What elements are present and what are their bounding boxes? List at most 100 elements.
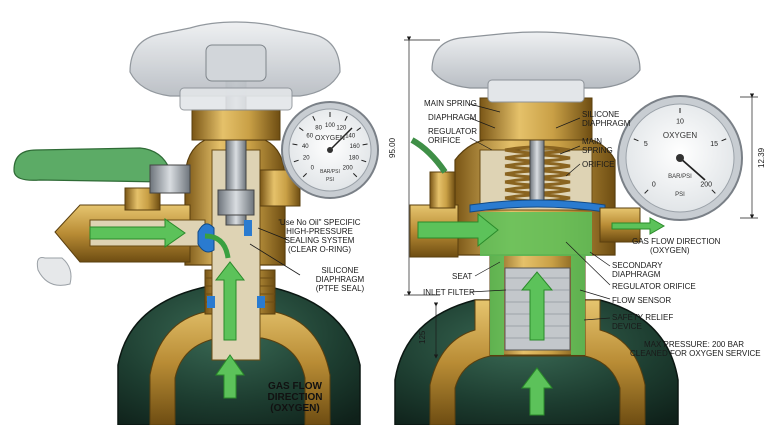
gauge-tick bbox=[721, 138, 727, 142]
right-cylinder-neck bbox=[429, 299, 646, 426]
right-max-pressure-label: MAX PRESSURE: 200 BAR CLEANED FOR OXYGEN… bbox=[630, 340, 761, 358]
right-green-seal-l bbox=[490, 255, 504, 355]
left-seal-1 bbox=[207, 296, 215, 308]
right-reg-orifice-line2: ORIFICE bbox=[428, 136, 461, 145]
gauge-tick-label: 5 bbox=[644, 141, 648, 148]
left-handwheel-skirt bbox=[179, 87, 293, 111]
right-safety-line1: SAFETY RELIEF bbox=[612, 313, 674, 322]
left-gas-flow-line1: GAS FLOW bbox=[268, 381, 322, 392]
right-gas-flow-line2: (OXYGEN) bbox=[650, 246, 690, 255]
right-dimension-lines bbox=[404, 36, 758, 359]
right-inlet-filter-label: INLET FILTER bbox=[423, 288, 475, 297]
right-gauge-ticks: 0 5 10 15 200 bbox=[633, 108, 727, 194]
right-silicone-line1: SILICONE bbox=[582, 110, 620, 119]
right-safety-label: SAFETY RELIEF DEVICE bbox=[612, 313, 673, 331]
left-flow-arrows bbox=[89, 218, 246, 399]
gauge-tick bbox=[298, 127, 304, 132]
left-dust-cap bbox=[36, 257, 72, 286]
gauge-tick-label: 0 bbox=[311, 166, 315, 172]
spring-coil bbox=[504, 153, 571, 163]
gauge-tick bbox=[292, 143, 298, 146]
left-gauge-pivot bbox=[327, 147, 333, 153]
right-gas-flow-label: GAS FLOW DIRECTION (OXYGEN) bbox=[632, 237, 720, 255]
right-main-spring-label: MAIN SPRING bbox=[424, 99, 477, 108]
right-gas-flow-line1: GAS FLOW DIRECTION bbox=[632, 237, 721, 246]
right-leaders-right bbox=[555, 117, 611, 321]
right-seat-label: SEAT bbox=[452, 272, 473, 281]
left-silicone-line3: (PTFE SEAL) bbox=[315, 284, 365, 293]
right-main-spring-r-label: MAIN SPRING bbox=[582, 137, 613, 155]
gauge-tick bbox=[633, 138, 639, 142]
left-gauge-needle bbox=[329, 127, 353, 151]
left-cylinder-neck bbox=[149, 299, 331, 426]
right-gauge-needle bbox=[679, 157, 706, 181]
gauge-tick bbox=[293, 159, 299, 163]
right-reg-orifice-label: REGULATOR ORIFICE bbox=[428, 127, 477, 145]
right-inlet-fitting bbox=[429, 171, 456, 209]
right-diaphragm-label: DIAPHRAGM bbox=[428, 113, 477, 122]
gauge-tick bbox=[644, 189, 649, 194]
right-chamber-green bbox=[480, 212, 592, 256]
right-gauge-pivot bbox=[676, 154, 684, 162]
right-secondary-line2: DIAPHRAGM bbox=[612, 270, 661, 279]
right-handwheel-skirt bbox=[487, 79, 585, 103]
left-bonnet bbox=[191, 109, 281, 141]
gauge-tick bbox=[362, 143, 368, 146]
right-flow-sensor-label: FLOW SENSOR bbox=[612, 296, 672, 305]
spring-coil bbox=[504, 177, 571, 187]
left-silicone-line1: SILICONE bbox=[321, 266, 359, 275]
left-gauge-brand: OXYGEN bbox=[315, 135, 345, 142]
right-regulator: 0 5 10 15 200 OXYGEN BAR/PSI PSI bbox=[394, 31, 758, 426]
right-dim-height: 95.00 bbox=[388, 137, 397, 158]
left-gas-flow-label: GAS FLOW DIRECTION (OXYGEN) bbox=[255, 381, 335, 414]
left-lever-stub bbox=[149, 164, 191, 194]
right-main-spring-r-line2: SPRING bbox=[582, 146, 613, 155]
right-bonnet bbox=[479, 97, 593, 141]
gauge-tick bbox=[302, 172, 308, 178]
right-handwheel bbox=[431, 31, 641, 89]
right-gauge-units: BAR/PSI bbox=[668, 174, 692, 180]
left-use-no-oil-line3: SEALING SYSTEM bbox=[284, 236, 355, 245]
right-orifice-label: ORIFICE bbox=[582, 160, 615, 169]
gauge-tick-label: 160 bbox=[350, 144, 361, 150]
right-secondary-line1: SECONDARY bbox=[612, 261, 663, 270]
right-gauge-unit2: PSI bbox=[675, 192, 685, 198]
left-use-no-oil-line4: (CLEAR O-RING) bbox=[287, 245, 352, 254]
gauge-tick-label: 15 bbox=[710, 141, 718, 148]
right-max-line2: CLEANED FOR OXYGEN SERVICE bbox=[630, 349, 761, 358]
right-reg-orifice-line1: REGULATOR bbox=[428, 127, 478, 136]
spring-coil bbox=[504, 169, 571, 179]
gauge-tick-label: 10 bbox=[676, 118, 684, 125]
left-lever-handle bbox=[13, 147, 171, 183]
gauge-tick-label: 60 bbox=[306, 133, 313, 139]
gauge-tick bbox=[711, 189, 716, 194]
right-silicone-label: SILICONE DIAPHRAGM bbox=[582, 110, 630, 128]
left-gauge-units: BAR/PSI bbox=[320, 169, 340, 175]
left-stem-nut bbox=[217, 189, 255, 216]
left-gas-flow-line2: DIRECTION bbox=[267, 392, 323, 403]
gauge-tick-label: 180 bbox=[349, 156, 360, 162]
spring-coil bbox=[504, 161, 571, 171]
left-gas-flow-line3: (OXYGEN) bbox=[270, 403, 320, 414]
gauge-tick-label: 200 bbox=[343, 166, 354, 172]
gauge-tick-label: 200 bbox=[700, 181, 712, 188]
right-lever bbox=[410, 137, 448, 174]
left-gauge-unit2: PSI bbox=[326, 177, 334, 183]
left-seal-3 bbox=[244, 220, 252, 236]
right-gauge-brand: OXYGEN bbox=[663, 131, 697, 140]
left-seal-2 bbox=[257, 296, 265, 308]
right-green-seal-r bbox=[571, 255, 585, 355]
left-use-no-oil-line1: 'Use No Oil" SPECIFIC bbox=[278, 218, 361, 227]
right-safety-line2: DEVICE bbox=[612, 322, 642, 331]
left-silicone-line2: DIAPHRAGM bbox=[315, 275, 365, 284]
gauge-tick-label: 0 bbox=[652, 181, 656, 188]
right-dim-lower: 125 bbox=[418, 330, 427, 344]
right-dim-gauge: 12.39 bbox=[757, 147, 766, 168]
gauge-tick bbox=[344, 115, 348, 121]
right-outlet bbox=[599, 207, 641, 243]
left-use-no-oil-line2: HIGH-PRESSURE bbox=[286, 227, 353, 236]
